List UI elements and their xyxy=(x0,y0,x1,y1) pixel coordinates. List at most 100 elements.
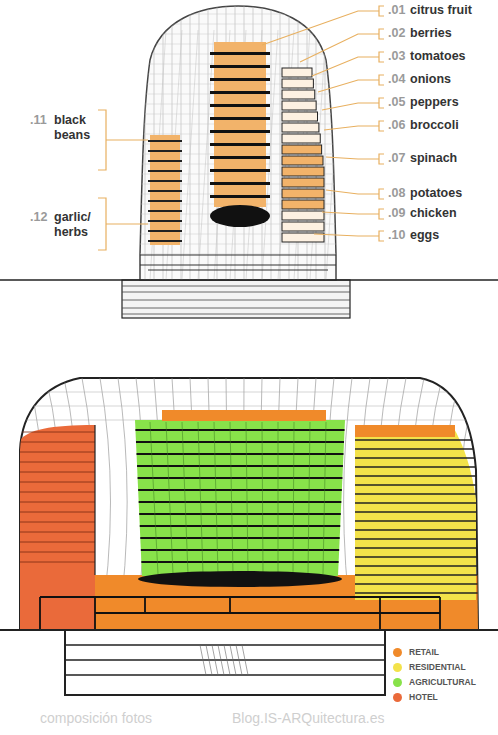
structure xyxy=(246,422,248,574)
structure xyxy=(262,422,263,574)
hatch xyxy=(218,645,224,675)
floor-slab xyxy=(148,200,182,202)
ring xyxy=(135,14,340,15)
callout-number: .12 xyxy=(30,210,47,225)
floor-line xyxy=(18,532,95,533)
zone-edge xyxy=(94,425,95,575)
leader-line xyxy=(312,57,379,76)
leader-lines xyxy=(98,6,384,250)
floor-line xyxy=(355,529,480,530)
basement xyxy=(65,630,385,695)
residential-floors xyxy=(355,440,480,593)
floor-line xyxy=(18,522,95,523)
hatch xyxy=(200,645,206,675)
bracket xyxy=(379,29,384,39)
structure xyxy=(230,422,233,574)
floor-slab xyxy=(210,65,270,68)
floor-slab xyxy=(148,170,182,172)
ring xyxy=(135,254,340,255)
legend-swatch xyxy=(393,648,402,657)
floor-slab xyxy=(210,195,270,198)
bracket xyxy=(379,98,384,108)
legend-text: HOTEL xyxy=(409,692,438,703)
floor xyxy=(282,222,324,231)
structure xyxy=(308,422,310,574)
floor-slab xyxy=(148,140,182,142)
leader-line xyxy=(326,190,379,194)
floor-line xyxy=(355,457,480,458)
dome-outline xyxy=(140,6,336,280)
callout-number: .11 xyxy=(30,113,47,128)
tower-base xyxy=(138,571,342,587)
structure xyxy=(214,422,218,574)
floor-slab xyxy=(210,78,270,81)
base-podium xyxy=(122,280,350,318)
floor-line xyxy=(18,542,95,543)
watermark: composición fotos xyxy=(40,710,152,726)
bracket xyxy=(379,154,384,164)
bracket xyxy=(379,231,384,241)
legend-swatch xyxy=(393,678,402,687)
floor-line xyxy=(355,493,480,494)
floor xyxy=(282,145,322,154)
leader-line xyxy=(324,126,379,130)
floor-slab xyxy=(210,104,270,107)
legend-entry: RETAIL xyxy=(393,647,439,658)
left-floors xyxy=(148,140,182,242)
column-base xyxy=(210,205,270,227)
watermark: Blog.IS-ARQuitectura.es xyxy=(232,710,385,726)
floor-slab xyxy=(141,561,338,563)
floor-line xyxy=(355,565,480,566)
crop-name: berries xyxy=(410,26,452,41)
floor-line xyxy=(18,562,95,563)
hotel-zone xyxy=(20,425,95,630)
agricultural-zone xyxy=(135,420,345,576)
crop-name: citrus fruit xyxy=(410,3,472,18)
ground-line xyxy=(0,279,498,281)
callout-number: .07 xyxy=(388,151,405,166)
callout-number: .01 xyxy=(388,3,405,18)
floor-line xyxy=(355,583,480,584)
hatch xyxy=(206,645,212,675)
floor xyxy=(282,134,320,143)
floor xyxy=(282,68,312,77)
floor-line xyxy=(355,475,480,476)
leader-line xyxy=(318,80,379,92)
floor-slab xyxy=(148,220,182,222)
crop-name: spinach xyxy=(410,151,457,166)
hatch xyxy=(212,645,218,675)
floor-line xyxy=(355,439,480,440)
legend-entry: AGRICULTURAL xyxy=(393,677,476,688)
callout-number: .05 xyxy=(388,95,405,110)
rib xyxy=(208,0,209,280)
rib xyxy=(280,0,281,280)
floor-slab xyxy=(210,130,270,133)
floor-slab xyxy=(210,182,270,185)
floor-slab xyxy=(148,150,182,152)
agricultural-floors xyxy=(135,422,344,574)
callout-number: .03 xyxy=(388,49,405,64)
leader-line xyxy=(314,234,379,236)
floor-slab xyxy=(210,156,270,159)
floor-line xyxy=(18,492,95,493)
floor-slab xyxy=(141,549,339,551)
hotel-floors xyxy=(18,425,95,575)
structure xyxy=(278,422,279,574)
bracket xyxy=(379,209,384,219)
bracket xyxy=(379,121,384,131)
callout-number: .09 xyxy=(388,206,405,221)
brace xyxy=(182,30,198,280)
leader-line xyxy=(262,11,379,45)
ring xyxy=(135,24,340,25)
structure xyxy=(166,422,173,574)
legend-text: RETAIL xyxy=(409,647,439,658)
bracket xyxy=(379,75,384,85)
right-floors xyxy=(282,68,324,242)
floor-line xyxy=(355,520,480,521)
floor-slab xyxy=(148,190,182,192)
floor xyxy=(282,178,324,187)
callout-number: .02 xyxy=(388,26,405,41)
structure xyxy=(293,422,294,574)
floor xyxy=(282,189,324,198)
floor-slab xyxy=(148,240,182,242)
